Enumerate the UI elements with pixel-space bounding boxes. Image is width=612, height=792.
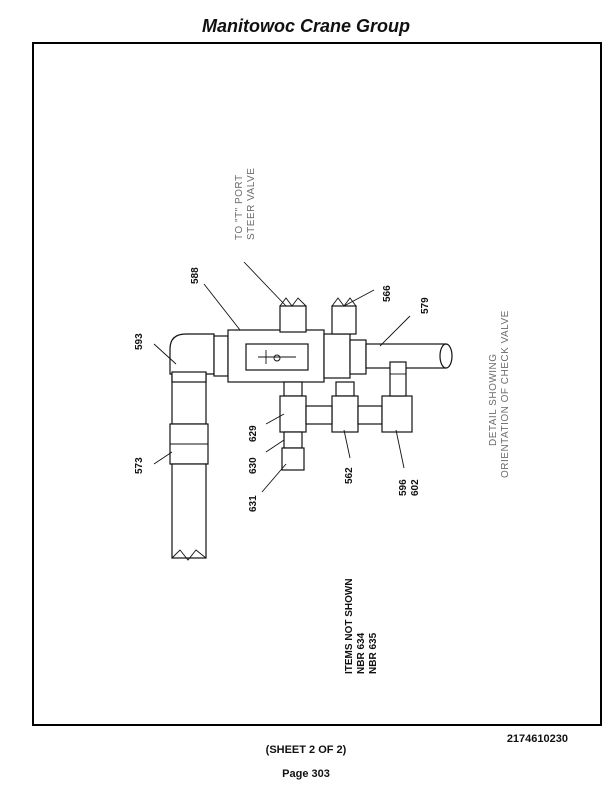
callout-630: 630 [248, 457, 259, 474]
diagram-frame: 593 573 588 566 579 629 630 631 562 596 … [32, 42, 602, 726]
callout-593: 593 [134, 333, 145, 350]
sheet-indicator: (SHEET 2 OF 2) [265, 744, 347, 756]
port-note-line2: STEER VALVE [246, 168, 257, 240]
callout-602: 602 [410, 479, 421, 496]
callout-596: 596 [398, 479, 409, 496]
callout-562: 562 [344, 467, 355, 484]
page-number: Page 303 [282, 768, 330, 780]
callout-579: 579 [420, 297, 431, 314]
elbow-593 [169, 333, 215, 383]
detail-note-line1: DETAIL SHOWING [488, 353, 499, 446]
leader-lines [153, 261, 411, 493]
page-title: Manitowoc Crane Group [201, 16, 410, 36]
callout-566: 566 [382, 285, 393, 302]
check-valve-588 [213, 329, 367, 383]
fittings-below-valve [279, 361, 413, 471]
callout-588: 588 [190, 267, 201, 284]
callout-629: 629 [248, 425, 259, 442]
items-note-line3: NBR 635 [368, 632, 379, 674]
callout-631: 631 [248, 495, 259, 512]
callout-573: 573 [134, 457, 145, 474]
items-note-line2: NBR 634 [356, 632, 367, 674]
items-note-line1: ITEMS NOT SHOWN [344, 578, 355, 674]
detail-note-line2: ORIENTATION OF CHECK VALVE [500, 310, 511, 478]
hydraulic-detail-drawing: 593 573 588 566 579 629 630 631 562 596 … [134, 168, 511, 674]
port-note-line1: TO "T" PORT [234, 174, 245, 240]
port-stubs [279, 297, 357, 335]
pipe-579 [365, 343, 453, 369]
drawing-number: 2174610230 [506, 733, 568, 745]
pipe-573 [169, 373, 209, 561]
